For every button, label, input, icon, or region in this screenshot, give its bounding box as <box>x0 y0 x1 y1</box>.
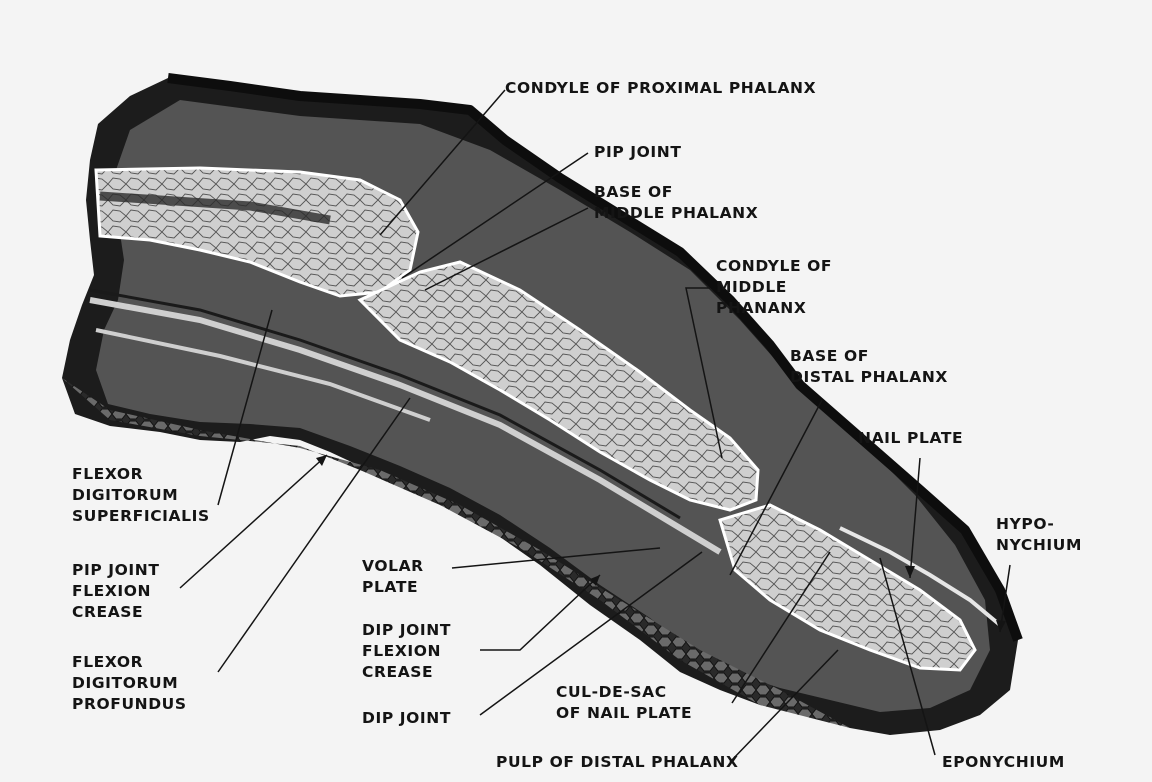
label-line: MIDDLE <box>716 277 832 298</box>
label-line: BASE OF <box>790 346 948 367</box>
label-line: CREASE <box>362 662 451 683</box>
label-line: NYCHIUM <box>996 535 1082 556</box>
label-line: CUL-DE-SAC <box>556 682 692 703</box>
label-cul-de-sac-of-nail-plate: CUL-DE-SAC OF NAIL PLATE <box>556 682 692 724</box>
label-line: PULP OF DISTAL PHALANX <box>496 752 739 773</box>
label-line: VOLAR <box>362 556 424 577</box>
label-line: BASE OF <box>594 182 758 203</box>
label-flexor-digitorum-profundus: FLEXOR DIGITORUM PROFUNDUS <box>72 652 187 715</box>
label-line: FLEXOR <box>72 464 210 485</box>
label-condyle-proximal-phalanx: CONDYLE OF PROXIMAL PHALANX <box>505 78 816 99</box>
label-line: PIP JOINT <box>594 142 682 163</box>
label-base-distal-phalanx: BASE OF DISTAL PHALANX <box>790 346 948 388</box>
label-base-middle-phalanx: BASE OF MIDDLE PHALANX <box>594 182 758 224</box>
label-volar-plate: VOLAR PLATE <box>362 556 424 598</box>
label-line: FLEXION <box>72 581 160 602</box>
label-flexor-digitorum-superficialis: FLEXOR DIGITORUM SUPERFICIALIS <box>72 464 210 527</box>
label-line: DIP JOINT <box>362 620 451 641</box>
label-line: DIGITORUM <box>72 673 187 694</box>
label-eponychium: EPONYCHIUM <box>942 752 1065 773</box>
label-line: DISTAL PHALANX <box>790 367 948 388</box>
label-line: PHANANX <box>716 298 832 319</box>
label-line: FLEXION <box>362 641 451 662</box>
label-line: DIGITORUM <box>72 485 210 506</box>
label-nail-plate: NAIL PLATE <box>858 428 963 449</box>
label-line: SUPERFICIALIS <box>72 506 210 527</box>
label-pulp-of-distal-phalanx: PULP OF DISTAL PHALANX <box>496 752 739 773</box>
label-line: HYPO- <box>996 514 1082 535</box>
label-line: FLEXOR <box>72 652 187 673</box>
label-line: PIP JOINT <box>72 560 160 581</box>
label-dip-joint: DIP JOINT <box>362 708 451 729</box>
label-line: NAIL PLATE <box>858 428 963 449</box>
label-line: MIDDLE PHALANX <box>594 203 758 224</box>
label-line: CONDYLE OF <box>716 256 832 277</box>
label-line: OF NAIL PLATE <box>556 703 692 724</box>
label-line: PLATE <box>362 577 424 598</box>
label-line: EPONYCHIUM <box>942 752 1065 773</box>
label-dip-joint-flexion-crease: DIP JOINT FLEXION CREASE <box>362 620 451 683</box>
label-line: PROFUNDUS <box>72 694 187 715</box>
label-condyle-middle-phalanx: CONDYLE OF MIDDLE PHANANX <box>716 256 832 319</box>
label-pip-joint-flexion-crease: PIP JOINT FLEXION CREASE <box>72 560 160 623</box>
label-hyponychium: HYPO- NYCHIUM <box>996 514 1082 556</box>
label-line: CREASE <box>72 602 160 623</box>
label-line: CONDYLE OF PROXIMAL PHALANX <box>505 78 816 99</box>
label-line: DIP JOINT <box>362 708 451 729</box>
label-pip-joint: PIP JOINT <box>594 142 682 163</box>
